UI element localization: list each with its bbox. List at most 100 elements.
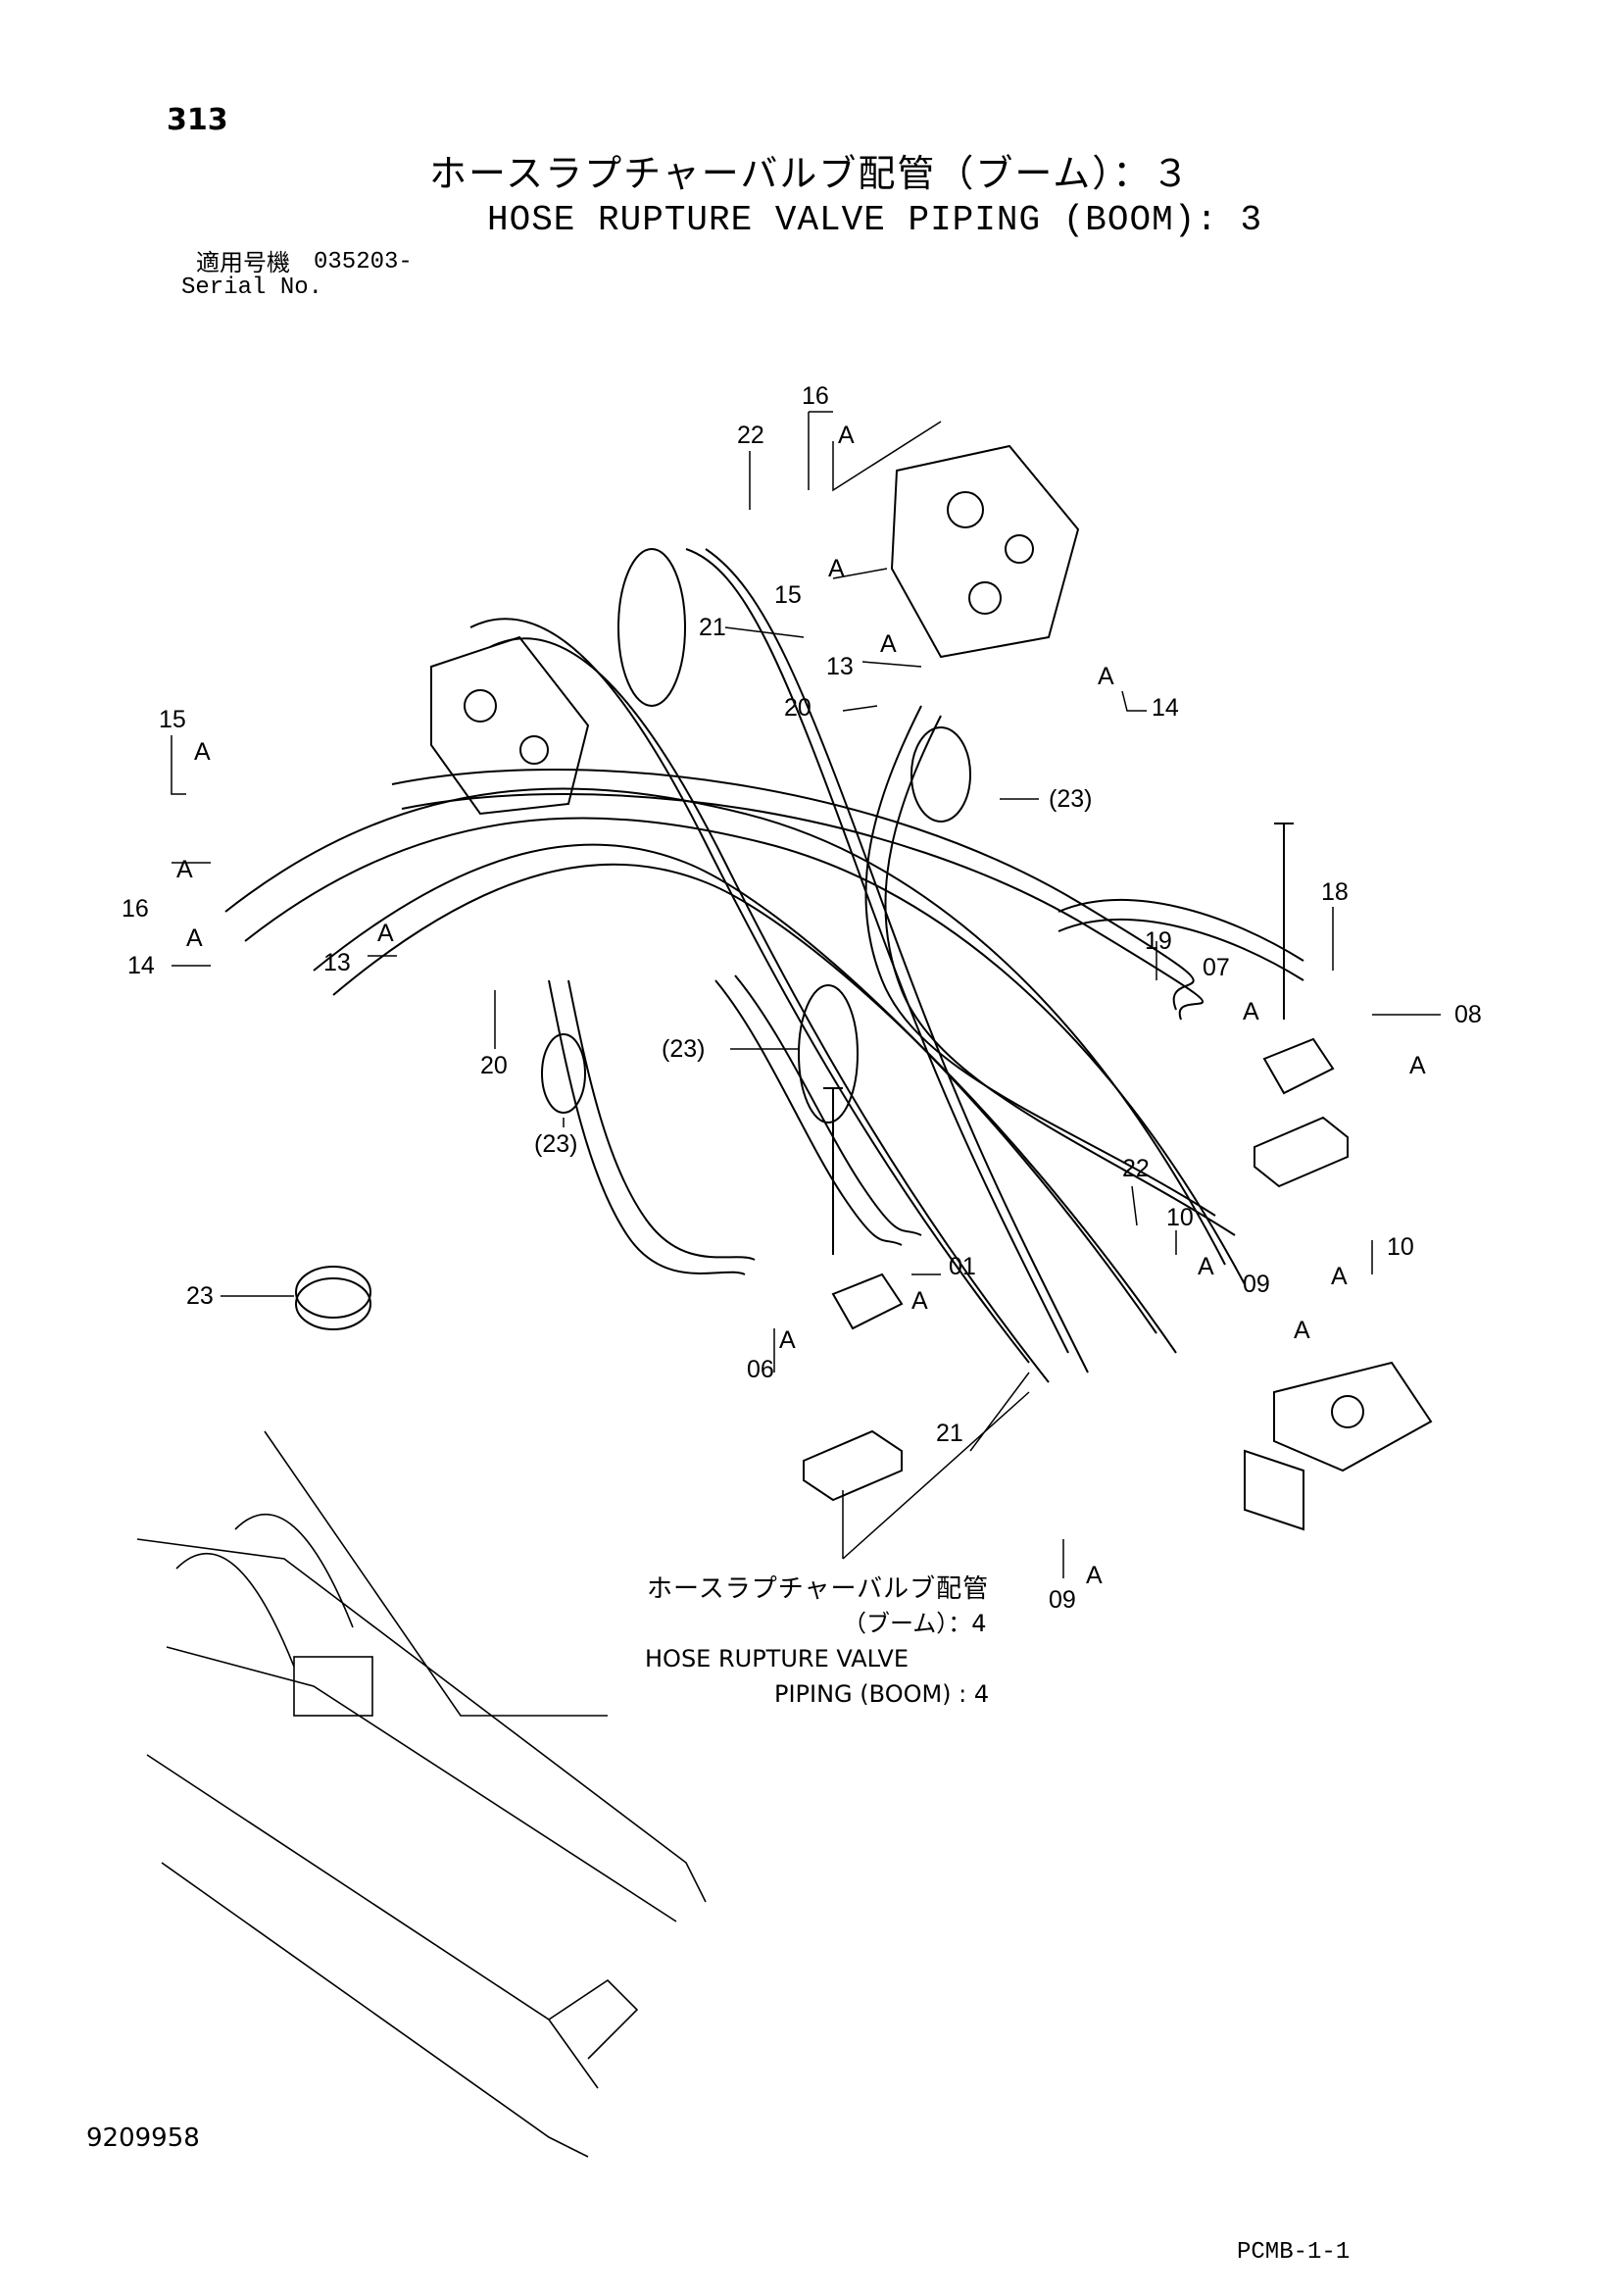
callout-a: A [838,422,855,449]
hose-line [705,548,1089,1373]
callout-a: A [880,630,897,658]
callout-19: 19 [1145,927,1172,955]
clamp-loop [798,984,859,1123]
callout-08: 08 [1454,1001,1482,1028]
valve-port [1005,534,1034,564]
hose-line [1057,899,1304,962]
clamp-loop [541,1033,586,1114]
callout-23: (23) [1049,785,1092,813]
boom-edge [136,1538,707,1903]
callout-09: 09 [1049,1586,1076,1614]
callout-06: 06 [747,1356,774,1383]
clamp-loop [910,726,971,823]
valve-port [519,735,549,765]
callout-07: 07 [1203,954,1230,981]
boom-edge [264,1430,608,1717]
callout-23: 23 [186,1282,214,1310]
callout-a: A [1409,1052,1426,1079]
boom-inset [136,1430,707,2158]
clamp-band [295,1277,371,1330]
callout-16: 16 [122,895,149,923]
hose-line [391,769,1195,1011]
hose-line [884,715,1236,1236]
callout-20: 20 [784,694,812,722]
callout-15: 15 [774,581,802,609]
callout-a: A [194,738,211,766]
boom-edge [166,1646,677,1922]
hose-line [714,979,903,1246]
callout-22: 22 [737,422,764,449]
reference-japanese-sub: （ブーム）：4 [843,1610,987,1637]
callout-a: A [377,920,394,947]
title-japanese: ホースラプチャーバルブ配管（ブーム）：３ [429,152,1192,195]
serial-label-english: Serial No. [181,275,323,301]
serial-label-japanese: 適用号機 [196,249,290,276]
serial-value: 035203- [314,249,413,275]
hose-line [1057,919,1304,981]
mounting-plate [831,1273,904,1330]
valve-port [947,491,984,528]
valve-port [464,689,497,723]
callout-21: 21 [699,614,726,641]
boom-edge [161,1862,589,2158]
callout-18: 18 [1321,878,1349,906]
leader [861,661,922,668]
leader [724,626,805,638]
hose-line [401,793,1205,1021]
callout-a: A [176,856,193,883]
valve-bracket [1244,1449,1304,1531]
valve-detail [293,1656,373,1717]
callout-01: 01 [949,1253,976,1280]
hose-line [224,787,1226,1266]
leader [1131,1185,1138,1226]
clamp-band [295,1266,371,1319]
callout-16: 16 [802,382,829,410]
hose-line [332,863,1177,1354]
callout-a: A [779,1326,796,1354]
callout-21: 21 [936,1420,963,1447]
hose-line [685,548,1069,1354]
bolt [823,1087,843,1255]
rubber-block [803,1429,903,1502]
callout-labels: 16 22 A A 15 21 A 13 20 14 A (23) 15 A 1… [122,382,1482,1614]
rubber-block [1254,1116,1349,1188]
valve-port [1331,1395,1364,1428]
cylinder-outline [234,1513,354,1628]
leader [171,735,186,795]
leader [842,705,878,712]
callout-22: 22 [1122,1155,1150,1182]
callout-23: (23) [662,1035,705,1063]
callout-a: A [1243,998,1259,1025]
hose-line [734,974,922,1236]
callout-09: 09 [1243,1271,1270,1298]
leader [808,411,833,490]
title-english: HOSE RUPTURE VALVE PIPING (BOOM): 3 [487,200,1263,240]
callout-20: 20 [480,1052,508,1079]
mounting-plate [1262,1037,1335,1095]
leader [842,1391,1030,1560]
callout-a: A [186,924,203,952]
upper-valve-block [890,444,1080,659]
cylinder-outline [175,1552,295,1668]
callout-10: 10 [1166,1204,1194,1231]
callout-15: 15 [159,706,186,733]
hose-line [567,979,756,1261]
leader [832,568,888,579]
callout-a: A [911,1287,928,1315]
callout-a: A [828,555,845,582]
callout-23: (23) [534,1130,577,1158]
boom-edge [146,1754,599,2089]
hose-lines [224,548,1304,1383]
valve-port [968,581,1002,615]
hose-line [548,979,746,1275]
leader [832,421,942,492]
callout-13: 13 [323,949,351,976]
reference-english-line2: PIPING (BOOM) : 4 [774,1680,990,1708]
valve-blocks [295,444,1433,1531]
hose-line [469,618,1030,1364]
reference-japanese: ホースラプチャーバルブ配管 [647,1574,990,1604]
callout-a: A [1294,1317,1310,1344]
hose-line [244,817,1246,1285]
left-valve-block [430,635,590,816]
bolt [1274,823,1294,1020]
